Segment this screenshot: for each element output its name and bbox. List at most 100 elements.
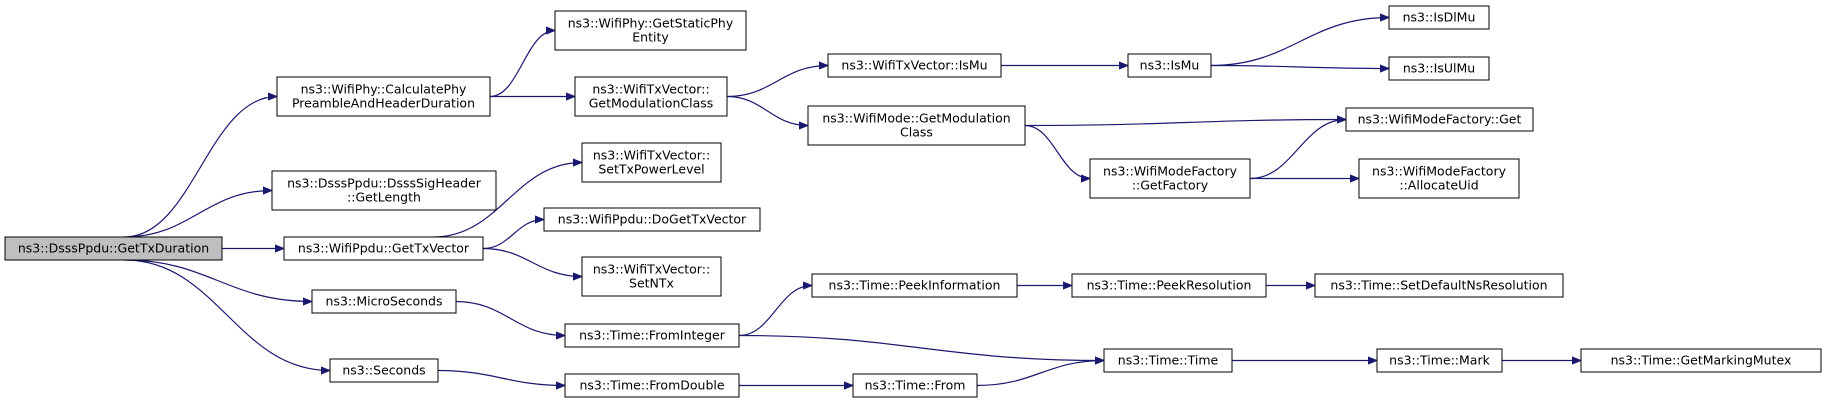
node-box[interactable] [1345,107,1534,132]
node-box[interactable] [1314,273,1564,298]
edges-layer [124,18,1581,386]
node-label: ns3::WifiTxVector:: [592,82,709,97]
node-label: PreambleAndHeaderDuration [292,96,475,111]
node-label: ns3::WifiTxVector:: [593,148,710,163]
edge-root-to-sigheader [124,191,272,238]
node-label: ns3::MicroSeconds [326,294,443,309]
node-txv-getmod[interactable]: ns3::WifiTxVector::GetModulationClass [574,76,728,117]
edge-mode-getmod-to-getfactory [1024,124,1091,179]
node-label: ns3::Time::FromInteger [579,328,726,343]
node-label: ns3::WifiModeFactory [1372,164,1507,179]
node-label: ns3::IsUlMu [1403,61,1475,76]
node-timetime[interactable]: ns3::Time::Time [1103,348,1233,373]
node-microseconds[interactable]: ns3::MicroSeconds [311,289,457,314]
node-box[interactable] [276,76,491,117]
node-timemark[interactable]: ns3::Time::Mark [1376,348,1503,373]
node-box[interactable] [554,10,747,51]
node-allocuid[interactable]: ns3::WifiModeFactory::AllocateUid [1358,158,1520,199]
node-setdefault[interactable]: ns3::Time::SetDefaultNsResolution [1314,273,1564,298]
nodes-layer: ns3::DsssPpdu::GetTxDuration ns3::WifiPhy… [4,5,1822,398]
node-root[interactable]: ns3::DsssPpdu::GetTxDuration [4,236,223,261]
node-label: ns3::IsMu [1140,58,1200,73]
node-box[interactable] [581,256,722,297]
edge-txv-getmod-to-mode-getmod [726,95,808,126]
node-box[interactable] [827,53,1002,78]
node-box[interactable] [574,76,728,117]
node-box[interactable] [4,236,223,261]
node-label: ns3::Time::PeekResolution [1087,278,1252,293]
node-box[interactable] [581,142,722,183]
node-box[interactable] [811,273,1018,298]
node-getmarking[interactable]: ns3::Time::GetMarkingMutex [1580,348,1822,373]
node-isulmu[interactable]: ns3::IsUlMu [1388,56,1490,81]
node-fromdouble[interactable]: ns3::Time::FromDouble [564,373,740,398]
edge-microseconds-to-fromint [455,300,565,336]
node-label: ns3::DsssPpdu::GetTxDuration [18,241,209,256]
edge-timefrom-to-timetime [976,361,1104,387]
node-peekinfo[interactable]: ns3::Time::PeekInformation [811,273,1018,298]
node-calcphy[interactable]: ns3::WifiPhy::CalculatePhyPreambleAndHea… [276,76,491,117]
edge-ismu-to-isulmu [1210,66,1389,69]
node-box[interactable] [564,323,740,348]
edge-fromint-to-timetime [738,334,1104,361]
node-box[interactable] [852,373,978,398]
node-factoryget[interactable]: ns3::WifiModeFactory::Get [1345,107,1534,132]
node-box[interactable] [543,207,761,232]
node-getfactory[interactable]: ns3::WifiModeFactory::GetFactory [1089,158,1251,199]
edge-root-to-microseconds [124,259,312,302]
node-label: ns3::Time::FromDouble [579,378,724,393]
node-box[interactable] [1089,158,1251,199]
node-label: ns3::Time::Time [1118,353,1219,368]
edge-root-to-calcphy [124,97,277,238]
node-label: ns3::Time::From [865,378,966,393]
edge-seconds-to-fromdouble [437,369,565,386]
node-box[interactable] [1388,56,1490,81]
node-box[interactable] [1580,348,1822,373]
node-label: ns3::DsssPpdu::DsssSigHeader [287,176,482,191]
node-box[interactable] [1376,348,1503,373]
node-label: ns3::WifiTxVector:: [593,262,710,277]
node-label: ns3::WifiModeFactory [1103,164,1238,179]
node-sigheader[interactable]: ns3::DsssPpdu::DsssSigHeader::GetLength [271,170,497,211]
node-box[interactable] [311,289,457,314]
node-seconds[interactable]: ns3::Seconds [329,358,439,383]
node-label: ns3::WifiPpdu::GetTxVector [298,241,470,256]
node-label: ns3::WifiTxVector::IsMu [841,58,987,73]
node-isdlmu[interactable]: ns3::IsDlMu [1388,5,1490,30]
node-ismu[interactable]: ns3::IsMu [1127,53,1212,78]
node-label: ns3::WifiMode::GetModulation [822,111,1010,126]
edge-ppdu-gettx-to-setntx [482,247,582,277]
edge-ppdu-gettx-to-settxpower [433,163,582,238]
edge-root-to-seconds [124,259,330,371]
node-label: Entity [632,30,669,45]
node-setntx[interactable]: ns3::WifiTxVector::SetNTx [581,256,722,297]
node-fromint[interactable]: ns3::Time::FromInteger [564,323,740,348]
node-label: ns3::WifiPpdu::DoGetTxVector [558,212,747,227]
edge-calcphy-to-staticphy [489,31,556,98]
node-dogettx[interactable]: ns3::WifiPpdu::DoGetTxVector [543,207,761,232]
node-box[interactable] [329,358,439,383]
edge-ppdu-gettx-to-dogettx [482,220,544,250]
edge-mode-getmod-to-factoryget [1024,120,1346,127]
node-box[interactable] [283,236,484,261]
edge-ismu-to-isdlmu [1210,18,1389,67]
node-label: ns3::WifiPhy::GetStaticPhy [568,16,734,31]
node-box[interactable] [564,373,740,398]
node-settxpower[interactable]: ns3::WifiTxVector::SetTxPowerLevel [581,142,722,183]
node-label: ns3::Seconds [342,363,425,378]
node-timefrom[interactable]: ns3::Time::From [852,373,978,398]
node-box[interactable] [1358,158,1520,199]
node-box[interactable] [1071,273,1267,298]
node-box[interactable] [271,170,497,211]
node-mode-getmod[interactable]: ns3::WifiMode::GetModulationClass [807,105,1026,146]
node-ppdu-gettx[interactable]: ns3::WifiPpdu::GetTxVector [283,236,484,261]
node-peekres[interactable]: ns3::Time::PeekResolution [1071,273,1267,298]
node-box[interactable] [1103,348,1233,373]
node-label: ns3::IsDlMu [1403,10,1476,25]
node-box[interactable] [1388,5,1490,30]
node-txv-ismu[interactable]: ns3::WifiTxVector::IsMu [827,53,1002,78]
node-box[interactable] [807,105,1026,146]
node-box[interactable] [1127,53,1212,78]
